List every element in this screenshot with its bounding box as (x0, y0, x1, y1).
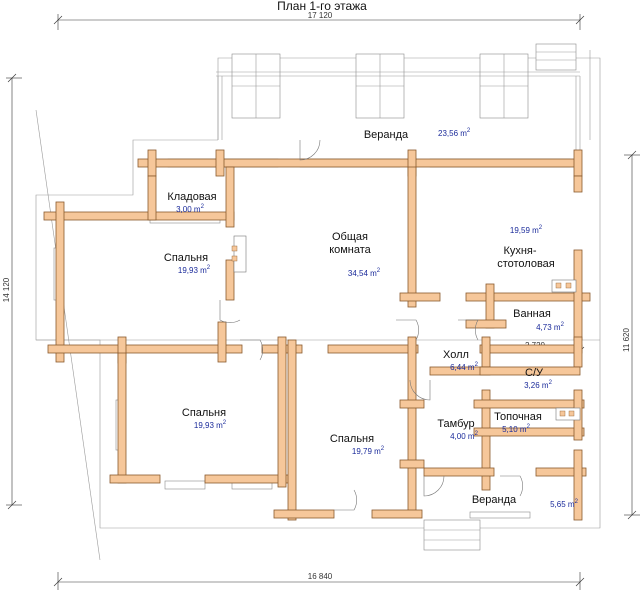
room-bedroom-left: Спальня 19,93 m2 (164, 252, 211, 275)
room-name: Кладовая (167, 191, 216, 203)
entrance-steps (423, 519, 481, 551)
room-name-line1: Общая (332, 231, 368, 243)
room-area: 4,00 m2 (450, 431, 478, 441)
room-pantry: Кладовая 3,00 m2 (167, 191, 216, 214)
room-bedroom-bottom-mid: Спальня 19,79 m2 (330, 433, 385, 456)
room-name: Ванная (513, 308, 551, 320)
room-name: Тамбур (437, 418, 474, 430)
room-veranda-top: Веранда 23,56 m2 (364, 128, 471, 141)
boiler-unit (555, 407, 581, 421)
room-name: Топочная (494, 411, 542, 423)
room-name: Спальня (182, 407, 226, 419)
room-name-line1: Кухня- (503, 245, 536, 257)
room-area: 4,73 m2 (536, 322, 564, 332)
room-name: Спальня (330, 433, 374, 445)
room-veranda-bottom: Веранда 5,65 m2 (472, 494, 579, 509)
room-name: Спальня (164, 252, 208, 264)
room-name: С/У (525, 367, 544, 379)
room-area: 19,59 m2 (510, 225, 543, 235)
plan-title: План 1-го этажа (277, 0, 367, 13)
room-name-line2: комната (329, 244, 371, 256)
dimension-top-label: 17 120 (308, 11, 333, 20)
room-name: Веранда (364, 129, 409, 141)
room-area: 19,93 m2 (178, 265, 211, 275)
room-area: 23,56 m2 (438, 128, 471, 138)
kitchen-stove (551, 279, 577, 293)
room-vestibule: Тамбур 4,00 m2 (437, 418, 478, 441)
room-area: 5,65 m2 (550, 499, 578, 509)
dimension-bottom-label: 16 840 (308, 572, 333, 581)
veranda-top-furniture (216, 43, 581, 150)
room-area: 19,93 m2 (194, 420, 227, 430)
dimension-top: 17 120 (53, 11, 585, 30)
room-name-line2: стотоловая (497, 258, 555, 270)
room-bedroom-bottom-left: Спальня 19,93 m2 (182, 407, 227, 430)
room-bathroom: Ванная 4,73 m2 (513, 308, 564, 332)
dimension-right: 11 620 (622, 150, 640, 520)
dimension-left-label: 14 120 (2, 277, 11, 302)
walls (43, 149, 591, 521)
doors (219, 139, 523, 511)
dimension-bottom: 16 840 (53, 572, 585, 590)
room-area: 3,26 m2 (524, 380, 552, 390)
room-name: Холл (443, 349, 469, 361)
room-living: Общая комната 34,54 m2 (329, 231, 381, 278)
room-area: 6,44 m2 (450, 362, 478, 372)
fireplace (231, 235, 247, 273)
dimension-right-label: 11 620 (622, 328, 631, 352)
room-area: 19,79 m2 (352, 446, 385, 456)
outer-contour (35, 50, 601, 561)
room-boiler: Топочная 5,10 m2 (494, 411, 542, 434)
room-name: Веранда (472, 494, 517, 506)
room-area: 5,10 m2 (502, 424, 530, 434)
room-hall: Холл 6,44 m2 (443, 349, 479, 372)
room-kitchen: 19,59 m2 Кухня- стотоловая (497, 225, 555, 270)
room-area: 3,00 m2 (176, 204, 204, 214)
dimension-left: 14 120 (2, 73, 22, 510)
room-area: 34,54 m2 (348, 268, 381, 278)
room-wc: С/У 3,26 m2 (524, 367, 552, 390)
